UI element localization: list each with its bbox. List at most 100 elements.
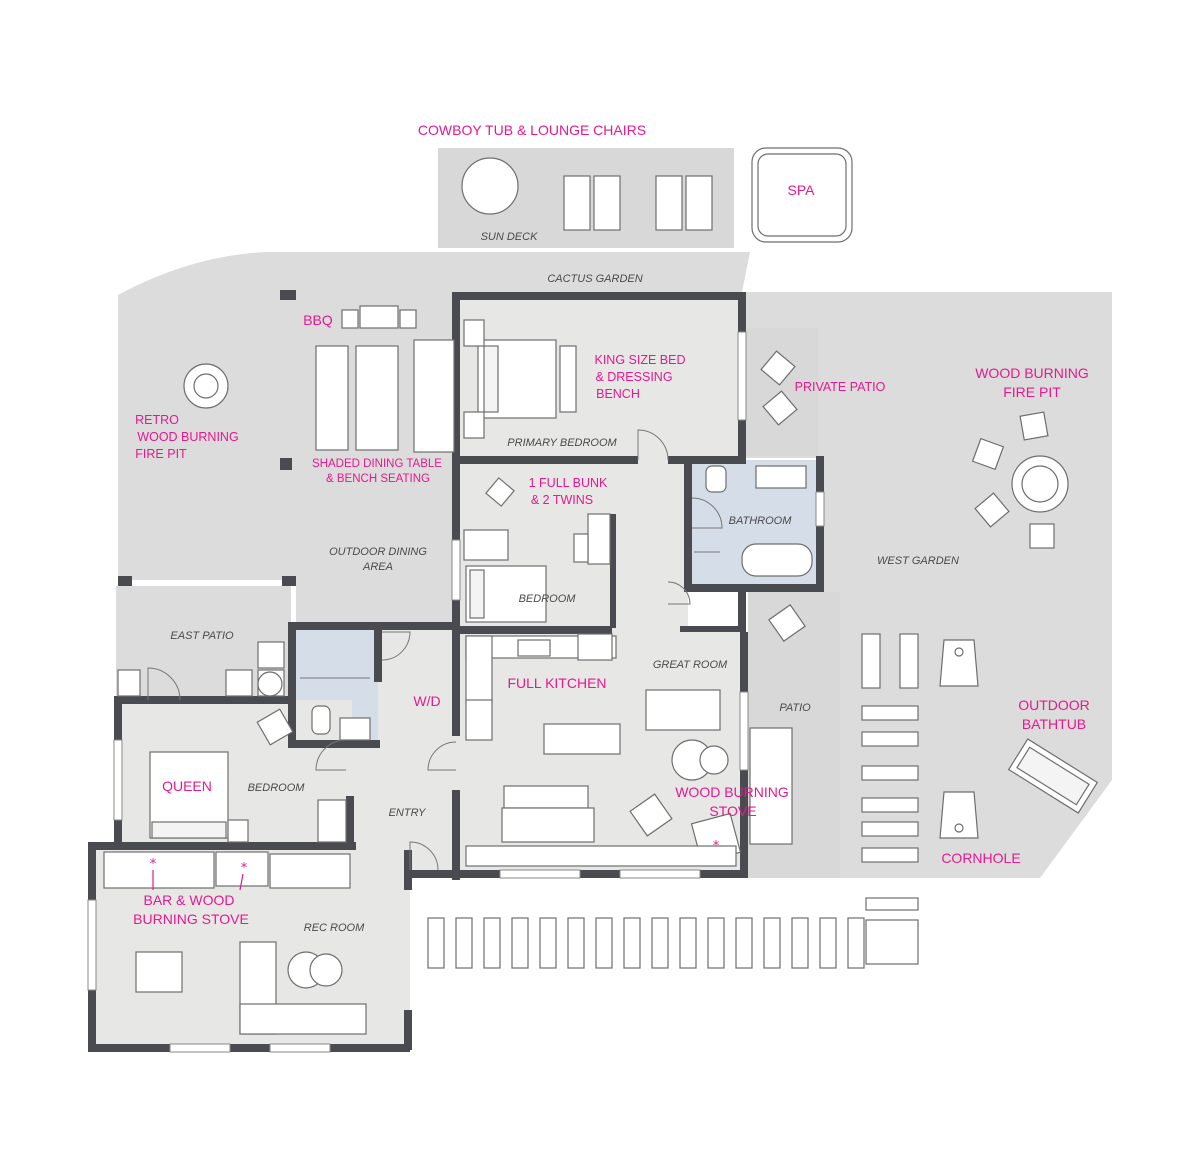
bedroom-chair bbox=[256, 708, 294, 746]
bar-stove-callout-2: BURNING STOVE bbox=[133, 911, 249, 927]
wall bbox=[452, 790, 460, 880]
bbq-side bbox=[341, 309, 359, 329]
nightstand bbox=[227, 819, 249, 843]
window bbox=[113, 739, 123, 821]
bar-marker: * bbox=[150, 857, 157, 872]
door-swing bbox=[315, 739, 347, 771]
lounge-chair bbox=[655, 175, 683, 231]
door-swing bbox=[427, 741, 457, 771]
cornhole-hole bbox=[954, 647, 964, 657]
shaded-dining-callout-2: & BENCH SEATING bbox=[326, 473, 430, 485]
queen-bedroom-label: BEDROOM bbox=[248, 782, 306, 794]
window bbox=[739, 691, 749, 771]
retro-fire-pit-center bbox=[193, 373, 219, 399]
kitchen-sink bbox=[517, 639, 551, 657]
spa-inner bbox=[757, 153, 847, 237]
lounge-chair bbox=[563, 175, 591, 231]
wall bbox=[404, 870, 458, 878]
wall bbox=[738, 292, 746, 332]
window bbox=[87, 899, 97, 991]
wall bbox=[88, 1044, 410, 1052]
kitchen-counter-side bbox=[465, 635, 493, 703]
dresser bbox=[317, 799, 347, 843]
parking-space bbox=[567, 917, 585, 969]
lounge bbox=[899, 633, 919, 689]
king-bed-callout-3: BENCH bbox=[596, 387, 640, 401]
patio-table bbox=[749, 727, 793, 845]
wall bbox=[288, 622, 380, 630]
wall bbox=[452, 870, 748, 878]
parking-space bbox=[707, 917, 725, 969]
toilet bbox=[705, 465, 727, 493]
bar-stove-callout-1: BAR & WOOD bbox=[143, 892, 234, 908]
retro-fire-callout-1: RETRO bbox=[135, 413, 179, 427]
wall bbox=[288, 740, 380, 748]
parking-space bbox=[847, 917, 865, 969]
dining-bench bbox=[315, 345, 349, 451]
vanity bbox=[755, 465, 807, 489]
full-kitchen-callout: FULL KITCHEN bbox=[507, 675, 606, 691]
outdoor-bathtub-callout-1: OUTDOOR bbox=[1018, 697, 1090, 713]
dressing-bench bbox=[559, 345, 577, 413]
east-garden-surface bbox=[118, 252, 750, 580]
patio-table bbox=[257, 671, 283, 697]
fire-pit-chair bbox=[971, 437, 1005, 471]
wall bbox=[88, 842, 356, 850]
window bbox=[499, 869, 581, 879]
sun-deck-label: SUN DECK bbox=[481, 231, 539, 243]
bunk-ladder bbox=[587, 513, 611, 565]
door-swing bbox=[637, 429, 669, 461]
bench bbox=[503, 785, 589, 809]
queen-callout: QUEEN bbox=[162, 778, 212, 794]
door-swing bbox=[147, 667, 181, 701]
furniture bbox=[103, 147, 1099, 1035]
patio-chair bbox=[760, 350, 796, 386]
parking-space bbox=[735, 917, 753, 969]
wall bbox=[684, 456, 692, 586]
bar-counter bbox=[103, 851, 215, 889]
patio-chair bbox=[117, 669, 141, 697]
outdoor-bathtub-inner bbox=[1016, 746, 1090, 806]
wall bbox=[404, 1010, 412, 1050]
nightstand bbox=[463, 319, 485, 347]
post bbox=[118, 576, 132, 586]
callouts: COWBOY TUB & LOUNGE CHAIRS SPA BBQ KING … bbox=[133, 122, 1090, 927]
patio-chair bbox=[257, 641, 285, 669]
wall bbox=[610, 514, 616, 628]
window bbox=[737, 331, 747, 421]
wall bbox=[374, 622, 382, 682]
cowboy-tub bbox=[461, 157, 519, 215]
post bbox=[282, 576, 296, 586]
bunk-callout-2: & 2 TWINS bbox=[531, 493, 593, 507]
east-patio-label: EAST PATIO bbox=[170, 630, 234, 642]
rec-table bbox=[135, 951, 183, 993]
window bbox=[269, 1043, 331, 1053]
wall bbox=[346, 796, 354, 850]
bar-stove bbox=[215, 851, 269, 887]
armchair bbox=[629, 793, 673, 837]
wd-callout: W/D bbox=[413, 693, 440, 709]
lounge bbox=[861, 731, 919, 747]
bar-stove-marker: * bbox=[241, 861, 248, 876]
room-labels: SUN DECK CACTUS GARDEN PRIMARY BEDROOM P… bbox=[170, 231, 959, 934]
bed-pillows bbox=[151, 821, 227, 839]
window bbox=[169, 1043, 231, 1053]
king-bed-callout-2: & DRESSING bbox=[595, 370, 672, 384]
kitchen-island bbox=[543, 723, 621, 755]
bathroom-label: BATHROOM bbox=[729, 515, 793, 527]
window bbox=[815, 491, 825, 527]
storage-box bbox=[865, 919, 919, 965]
fridge bbox=[465, 699, 493, 741]
wall bbox=[738, 584, 746, 632]
wall bbox=[680, 626, 746, 632]
bbq-grill bbox=[359, 305, 399, 329]
parking-space bbox=[791, 917, 809, 969]
bathtub bbox=[741, 543, 813, 577]
parking-space bbox=[455, 917, 473, 969]
wood-stove-marker: * bbox=[713, 839, 720, 854]
cornhole-board bbox=[939, 639, 979, 687]
outdoor-dining-label-2: AREA bbox=[362, 561, 393, 573]
lounge bbox=[861, 847, 919, 863]
toilet bbox=[311, 705, 331, 735]
patio-chair bbox=[768, 604, 806, 642]
